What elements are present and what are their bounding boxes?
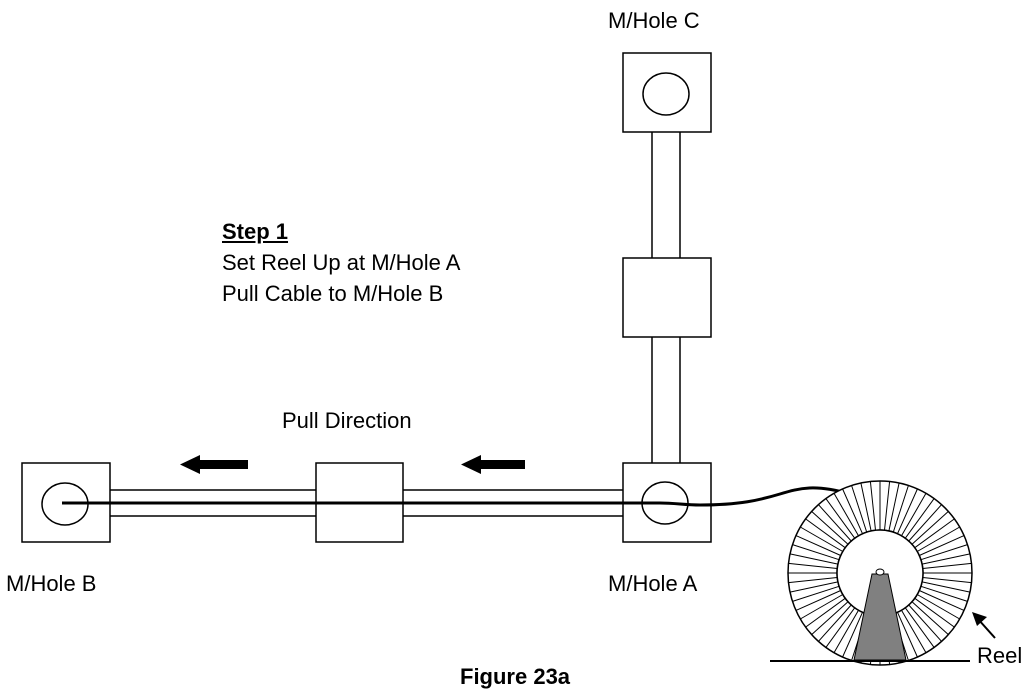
reel-pointer-arrow xyxy=(972,612,996,639)
reel-label: Reel xyxy=(977,643,1023,668)
reel-spoke xyxy=(842,612,863,658)
reel-spoke xyxy=(789,581,839,593)
reel-spoke xyxy=(869,481,876,531)
horizontal-duct-right xyxy=(403,489,623,517)
pull-arrow-left xyxy=(180,455,248,474)
reel-spoke xyxy=(911,511,949,545)
reel-spoke xyxy=(908,604,942,642)
reel-spoke xyxy=(914,518,955,549)
reel-spoke xyxy=(919,535,965,556)
vertical-duct-lower xyxy=(651,337,681,463)
reel-spoke xyxy=(851,485,868,533)
reel-spoke xyxy=(916,526,960,552)
reel-spoke xyxy=(825,498,856,539)
reel-spoke xyxy=(811,601,849,635)
reel-spoke xyxy=(818,504,852,542)
reel-spoke xyxy=(897,488,918,534)
step-line-2: Pull Cable to M/Hole B xyxy=(222,281,444,306)
reel-spoke xyxy=(842,488,863,534)
reel-spoke xyxy=(884,481,891,531)
reel-spoke xyxy=(901,493,927,537)
reel-spoke xyxy=(916,594,960,620)
horizontal-duct-left xyxy=(110,489,316,517)
reel-spoke xyxy=(914,597,955,628)
manhole-c xyxy=(622,52,712,133)
figure-caption: Figure 23a xyxy=(460,664,571,689)
vertical-junction-box xyxy=(622,257,712,338)
reel-spoke xyxy=(911,601,949,635)
cable-line xyxy=(62,486,851,507)
reel-spoke xyxy=(800,594,844,620)
reel-spoke xyxy=(921,553,971,565)
manhole-b-label: M/Hole B xyxy=(6,571,97,596)
pull-direction-label: Pull Direction xyxy=(282,408,412,433)
cable-reel xyxy=(770,480,973,666)
reel-spoke xyxy=(825,607,856,648)
pull-arrow-right xyxy=(461,455,525,474)
reel-spoke xyxy=(908,504,942,542)
reel-spoke xyxy=(888,482,900,532)
reel-spoke xyxy=(892,485,909,533)
reel-spoke xyxy=(833,609,859,653)
reel-spoke xyxy=(805,518,846,549)
reel-spoke xyxy=(921,581,971,593)
reel-spoke xyxy=(792,544,840,561)
reel-spoke xyxy=(904,498,935,539)
reel-spoke xyxy=(904,607,935,648)
reel-spoke xyxy=(795,590,841,611)
reel-spoke xyxy=(789,553,839,565)
reel-spoke xyxy=(833,493,859,537)
manhole-a-label: M/Hole A xyxy=(608,571,698,596)
reel-spoke xyxy=(788,562,838,569)
reel-spoke xyxy=(788,577,838,584)
reel-spoke xyxy=(795,535,841,556)
reel-spoke xyxy=(897,612,918,658)
step-line-1: Set Reel Up at M/Hole A xyxy=(222,250,461,275)
reel-spoke xyxy=(811,511,849,545)
reel-spoke xyxy=(919,590,965,611)
reel-spoke xyxy=(860,482,872,532)
reel-spoke xyxy=(922,577,972,584)
reel-spoke xyxy=(920,585,968,602)
step-title: Step 1 xyxy=(222,219,289,244)
reel-spoke xyxy=(901,609,927,653)
reel-spoke xyxy=(920,544,968,561)
reel-spoke xyxy=(805,597,846,628)
reel-spoke xyxy=(800,526,844,552)
reel-spoke xyxy=(792,585,840,602)
reel-spoke xyxy=(922,562,972,569)
manhole-c-label: M/Hole C xyxy=(608,8,700,33)
reel-spoke xyxy=(818,604,852,642)
vertical-duct-upper xyxy=(651,132,681,258)
